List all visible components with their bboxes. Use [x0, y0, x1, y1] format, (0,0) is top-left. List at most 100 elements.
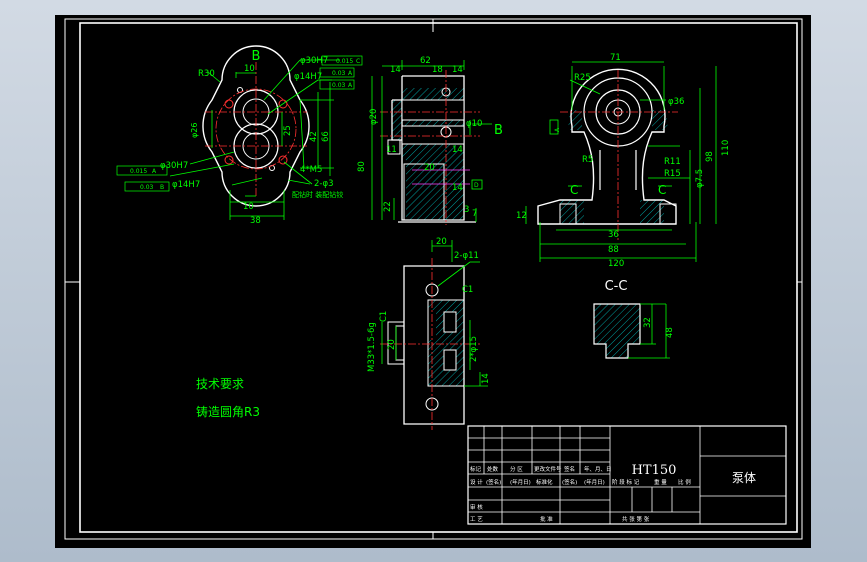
dim-80: 80 — [357, 161, 367, 172]
right-centerlines — [560, 70, 678, 240]
dim-66: 66 — [321, 131, 331, 142]
dim-48: 48 — [665, 327, 675, 338]
dim-2d11: 2-φ11 — [454, 251, 479, 261]
title-block — [467, 425, 787, 525]
bottom-centerlines — [380, 258, 480, 430]
dim-98: 98 — [705, 151, 715, 162]
section-cc: C-C 32 48 — [593, 279, 675, 359]
tb-r1: 设 计 — [470, 478, 483, 486]
bottom-dimensions — [381, 240, 488, 387]
tol-ref-d: D — [474, 182, 479, 189]
dim-r30: R30 — [198, 69, 215, 79]
dim-62: 62 — [420, 56, 431, 66]
tb-c5: 签名 — [564, 465, 575, 473]
tb-r1d: 标准化 — [536, 478, 553, 486]
dim-d30b: φ30H7 — [160, 161, 188, 171]
notes-title: 技术要求 — [196, 377, 244, 391]
middle-magenta-lines — [412, 169, 470, 185]
dim-d14b: φ14H7 — [172, 180, 200, 190]
dim-d75: φ7.5 — [695, 169, 705, 188]
tb-r3: 工 艺 — [470, 516, 483, 523]
left-centerlines — [205, 62, 307, 196]
tb-r1f: (年月日) — [584, 478, 605, 486]
tb-r1h: 重 量 — [654, 478, 667, 486]
tb-r1i: 比 例 — [678, 478, 691, 486]
dim-c1b: C1 — [379, 311, 389, 322]
tol-1: 0.015 — [336, 58, 353, 65]
tol-4: 0.015 — [130, 168, 147, 175]
tol-2-ref: A — [348, 70, 353, 77]
middle-view: 62 14 18 14 φ20 φ10 11 80 20 14 22 3 7 1… — [357, 56, 503, 225]
dim-11: 11 — [386, 145, 397, 155]
dim-r11: R11 — [664, 157, 681, 167]
tol-3: 0.03 — [332, 82, 346, 89]
dim-10b: 10 — [243, 202, 254, 212]
dim-7: 7 — [472, 209, 477, 219]
dim-36: 36 — [608, 230, 619, 240]
title-block-text: 标记 处数 分 区 更改文件号 签名 年、月、日 设 计 (签名) (年月日) … — [470, 465, 691, 523]
dim-88: 88 — [608, 245, 619, 255]
tb-r3b: 批 准 — [540, 515, 553, 523]
tb-c1: 标记 — [470, 465, 482, 473]
dim-12: 12 — [516, 211, 527, 221]
dim-14-bottom: 14 — [481, 373, 491, 384]
dim-d36: φ36 — [668, 97, 684, 107]
dim-2d15: 2*φ15 — [469, 336, 479, 362]
tol-ref-a: A — [554, 127, 561, 132]
view-arrow-b: B — [494, 123, 503, 138]
dim-d20: φ20 — [369, 109, 379, 125]
section-cc-label: C-C — [605, 279, 628, 294]
tolerance-frames — [116, 55, 363, 192]
dim-m33: M33*1.5-6g — [367, 322, 377, 372]
left-dimensions — [169, 59, 340, 220]
dim-r25: R25 — [574, 73, 591, 83]
tb-r2: 审 核 — [470, 503, 483, 511]
dim-25: 25 — [283, 125, 293, 136]
dim-18: 18 — [432, 65, 443, 75]
dim-22: 22 — [383, 201, 393, 212]
tb-c3: 分 区 — [510, 465, 523, 473]
right-view: 71 R25 φ36 98 110 R11 R15 φ7.5 R5 12 36 … — [516, 53, 731, 269]
bottom-view: 20 2-φ11 M33*1.5-6g 20 2*φ15 14 C1 C1 — [367, 237, 491, 430]
tb-material: HT150 — [632, 463, 677, 478]
dim-20: 20 — [424, 163, 435, 173]
tol-1-ref: C — [356, 58, 360, 65]
tol-5-ref: B — [160, 184, 164, 191]
tb-part-name: 泵体 — [732, 471, 756, 485]
dim-r15: R15 — [664, 169, 681, 179]
dim-d14: φ14H7 — [294, 72, 322, 82]
tb-r1b: (签名) — [486, 478, 501, 486]
dim-hole-note: 配钻时 装配钻铰 — [292, 190, 343, 199]
tol-3-ref: A — [348, 82, 353, 89]
dim-d30: φ30H7 — [300, 56, 328, 66]
dim-4m5: 4*M5 — [300, 165, 322, 175]
dim-14b: 14 — [452, 65, 463, 75]
dim-14d: 14 — [452, 183, 463, 193]
dim-r5: R5 — [582, 155, 593, 165]
tb-r1c: (年月日) — [510, 478, 531, 486]
tb-r3c: 共 张 第 张 — [622, 515, 650, 523]
tb-c6: 年、月、日 — [584, 465, 612, 473]
dim-c1a: C1 — [462, 285, 473, 295]
dim-42: 42 — [309, 131, 319, 142]
left-view: B R30 10 φ30H7 φ14H7 φ26 25 42 66 4*M5 2… — [116, 45, 363, 226]
section-cc-hatch — [593, 303, 641, 359]
tol-5: 0.03 — [140, 184, 154, 191]
middle-dimensions — [371, 60, 492, 222]
dim-d26: φ26 — [190, 123, 199, 138]
notes-body: 铸造圆角R3 — [196, 404, 260, 419]
dim-20b: 20 — [387, 339, 397, 350]
tol-2: 0.03 — [332, 70, 346, 77]
view-label-b: B — [252, 49, 261, 64]
dim-d10: φ10 — [466, 119, 482, 129]
dim-14a: 14 — [390, 65, 401, 75]
sheet-frame — [64, 18, 803, 540]
section-mark-c-right: C — [658, 183, 666, 197]
dim-110: 110 — [721, 140, 731, 156]
section-mark-c-left: C — [570, 183, 578, 197]
dim-14c: 14 — [452, 145, 463, 155]
tb-c2: 处数 — [487, 465, 499, 473]
bottom-view-outline — [403, 265, 465, 425]
middle-centerlines — [380, 70, 480, 225]
right-dimensions — [525, 61, 717, 262]
